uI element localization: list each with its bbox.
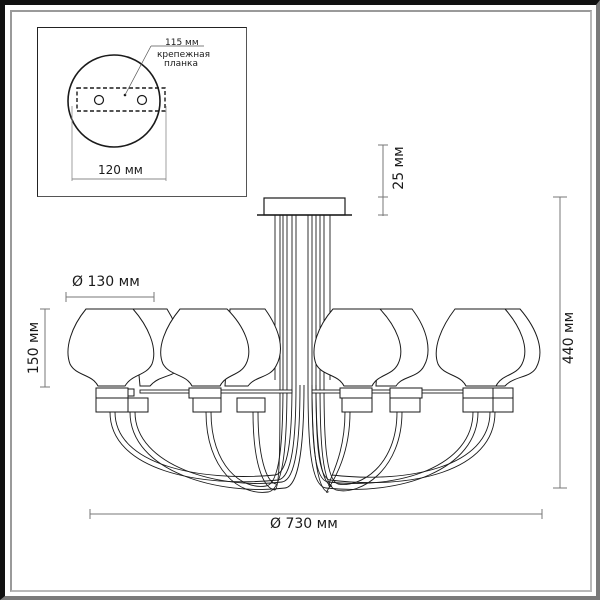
glass-shade [435,308,526,387]
shade-diameter-label: Ø 130 мм [72,274,140,290]
leader-line [124,45,152,96]
mounting-plate-name-line1: крепежная [157,50,211,60]
lamp-holders [95,387,514,413]
dimension-lines [40,144,567,519]
canopy-height-label: 25 мм [391,146,407,190]
shade-height-label: 150 мм [26,321,42,375]
curved-arms [109,384,496,493]
mounting-plate-outline [76,87,166,112]
glass-shade [313,308,402,387]
glass-shade [160,308,250,387]
total-diameter-label: Ø 730 мм [270,516,338,532]
mounting-plate-name-line2: планка [164,59,198,69]
canopy-diameter-label: 120 мм [98,163,143,177]
frame-inner-line [10,10,592,592]
screw-hole-right [136,94,148,106]
ceiling-canopy [257,197,352,216]
total-height-label: 440 мм [561,311,577,365]
mounting-plate-width-label: 115 мм [165,38,199,48]
canopy-top-view [67,45,204,181]
glass-shade [67,308,155,387]
shades-front-row [67,308,526,387]
screw-hole-left [93,94,105,106]
